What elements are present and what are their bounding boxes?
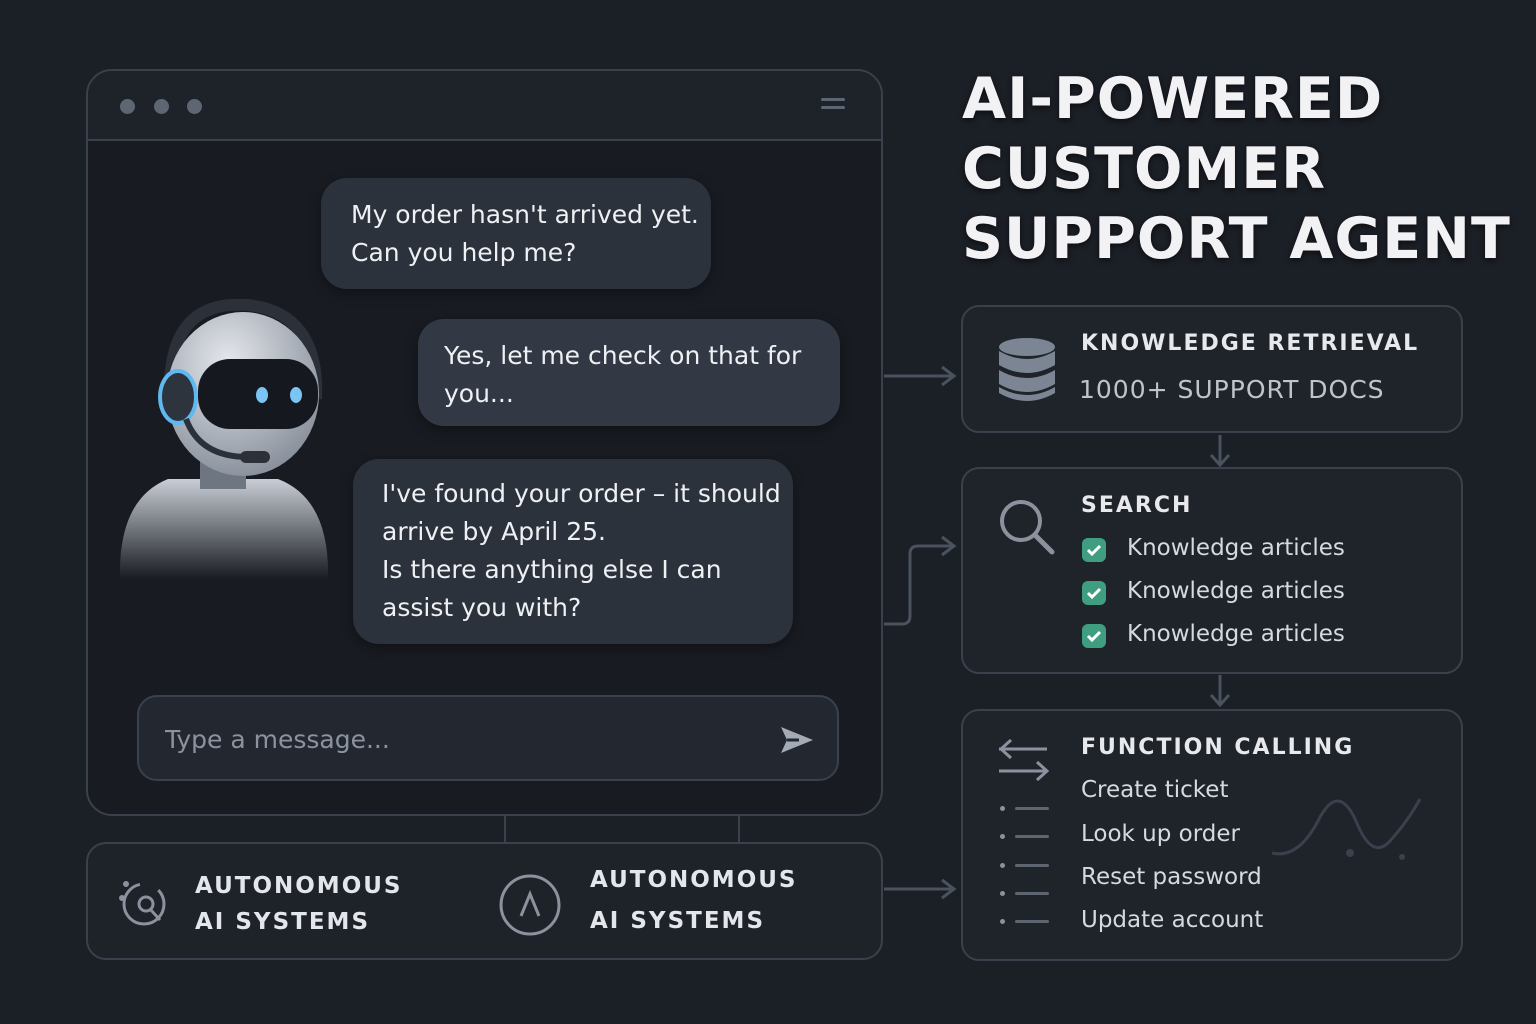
search-result-item: Knowledge articles — [1127, 578, 1345, 604]
panel-heading: SEARCH — [1081, 493, 1193, 518]
connector-line — [738, 816, 740, 842]
database-icon — [999, 338, 1055, 401]
checkmark-icon — [1086, 587, 1102, 600]
autonomous-cycle-icon — [119, 881, 166, 926]
search-result-item: Knowledge articles — [1127, 621, 1345, 647]
message-text: you... — [444, 379, 514, 408]
list-bullet — [1015, 920, 1049, 923]
checkmark-icon — [1086, 544, 1102, 557]
panel-heading: KNOWLEDGE RETRIEVAL — [1081, 331, 1420, 356]
function-item[interactable]: Reset password — [1081, 864, 1262, 890]
vertical-flow-arrows — [1209, 435, 1231, 708]
function-item[interactable]: Update account — [1081, 907, 1264, 933]
agent-message-bubble: I've found your order – it should arrive… — [353, 459, 793, 644]
message-input[interactable] — [165, 719, 725, 759]
autonomous-label: AUTONOMOUS AI SYSTEMS — [195, 873, 403, 935]
list-bullet — [1015, 892, 1049, 895]
list-bullet — [1000, 863, 1005, 868]
message-input-bar — [137, 695, 839, 781]
search-panel: SEARCH Knowledge articles Knowledge arti… — [961, 467, 1463, 674]
wave-graphic — [1271, 798, 1422, 860]
message-text: Yes, let me check on that for — [444, 341, 802, 370]
message-text: Can you help me? — [351, 238, 577, 267]
checkmark-icon — [1086, 630, 1102, 643]
user-message-bubble: My order hasn't arrived yet. Can you hel… — [321, 178, 711, 289]
function-item[interactable]: Create ticket — [1081, 777, 1229, 803]
function-item[interactable]: Look up order — [1081, 821, 1241, 847]
list-bullet — [1015, 835, 1049, 838]
panel-heading: FUNCTION CALLING — [1081, 735, 1355, 760]
knowledge-retrieval-panel: KNOWLEDGE RETRIEVAL 1000+ SUPPORT DOCS — [961, 305, 1463, 433]
list-bullet — [1015, 807, 1049, 810]
list-bullet — [1000, 806, 1005, 811]
message-text: Is there anything else I can — [382, 555, 722, 584]
message-text: assist you with? — [382, 593, 582, 622]
list-bullet — [1000, 919, 1005, 924]
checkbox-checked[interactable] — [1082, 624, 1106, 648]
swap-arrows-icon — [998, 738, 1050, 782]
list-bullet — [1000, 834, 1005, 839]
checkbox-checked[interactable] — [1082, 581, 1106, 605]
flow-arrows — [884, 365, 957, 900]
window-control-dot[interactable] — [120, 99, 135, 114]
checkbox-checked[interactable] — [1082, 538, 1106, 562]
autonomous-label: AUTONOMOUS AI SYSTEMS — [590, 867, 798, 934]
send-icon[interactable] — [779, 725, 815, 755]
ai-chip-icon — [499, 874, 561, 936]
agent-message-bubble: Yes, let me check on that for you... — [418, 319, 840, 426]
window-control-dot[interactable] — [187, 99, 202, 114]
connector-line — [504, 816, 506, 842]
window-titlebar — [88, 71, 881, 141]
message-text: arrive by April 25. — [382, 517, 606, 546]
search-icon — [1000, 500, 1055, 555]
menu-icon[interactable] — [821, 98, 845, 114]
page-title: AI-POWERED CUSTOMER SUPPORT AGENT — [962, 66, 1511, 272]
robot-agent-avatar — [119, 299, 329, 579]
search-result-item: Knowledge articles — [1127, 535, 1345, 561]
chat-window: My order hasn't arrived yet. Can you hel… — [86, 69, 883, 816]
message-text: I've found your order – it should — [382, 479, 781, 508]
function-calling-panel: FUNCTION CALLING Create ticket Look up o… — [961, 709, 1463, 961]
list-bullet — [1015, 864, 1049, 867]
list-bullet — [1000, 891, 1005, 896]
panel-subtitle: 1000+ SUPPORT DOCS — [1079, 375, 1385, 404]
autonomous-systems-bar: AUTONOMOUS AI SYSTEMS AUTONOMOUS AI SYST… — [86, 842, 883, 960]
window-control-dot[interactable] — [154, 99, 169, 114]
message-text: My order hasn't arrived yet. — [351, 200, 699, 229]
